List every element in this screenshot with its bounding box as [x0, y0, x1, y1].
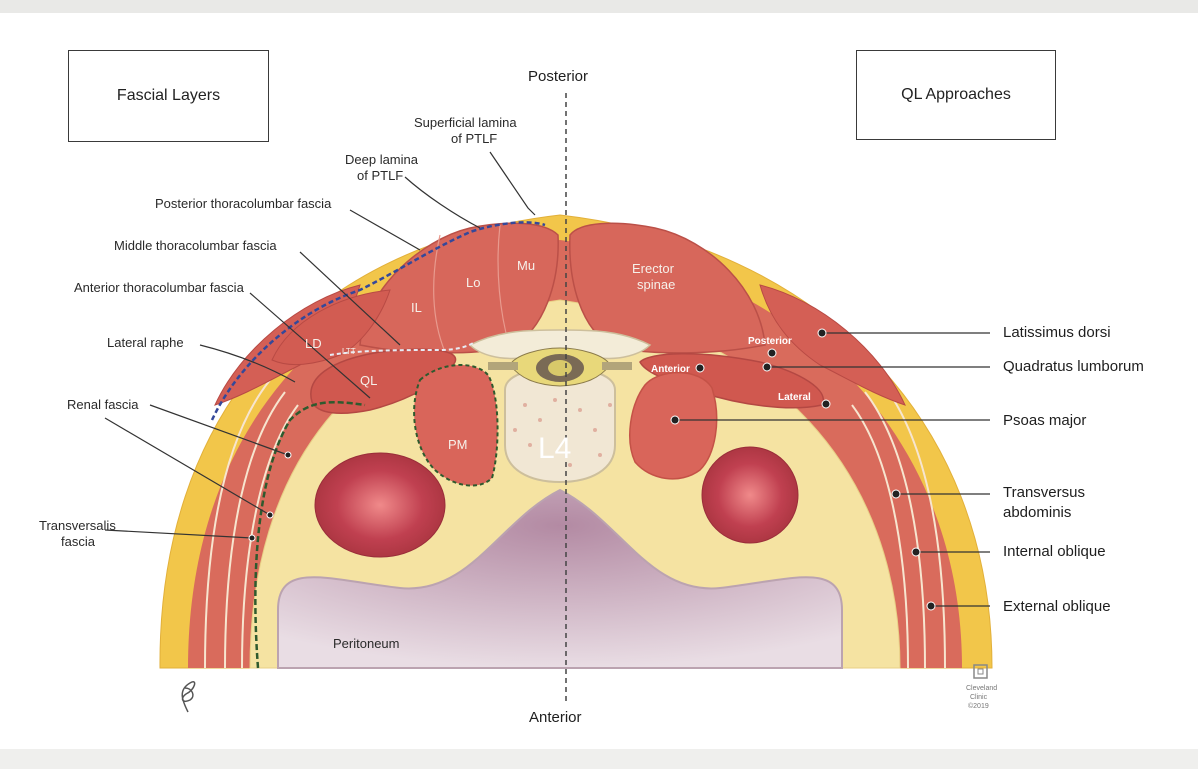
approach-posterior-label: Posterior — [748, 336, 792, 347]
transversalis-label-1: Transversalis — [39, 518, 116, 533]
renal-fascia-label: Renal fascia — [67, 397, 139, 412]
pm-label: PM — [448, 437, 468, 452]
ld-label: LD — [305, 336, 322, 351]
ql-label: QL — [360, 373, 377, 388]
kidney-left — [315, 453, 445, 557]
quadratus-lumborum-label: Quadratus lumborum — [1003, 358, 1144, 375]
internal-oblique-label: Internal oblique — [1003, 543, 1106, 560]
peritoneum-label: Peritoneum — [333, 636, 399, 651]
transversus-label-1: Transversus — [1003, 484, 1085, 501]
lo-label: Lo — [466, 275, 480, 290]
posterior-tlf-label: Posterior thoracolumbar fascia — [155, 196, 332, 211]
anterior-tlf-label: Anterior thoracolumbar fascia — [74, 280, 245, 295]
posterior-label: Posterior — [528, 68, 588, 85]
ltt-label: LTT — [342, 347, 356, 356]
psoas-major-label: Psoas major — [1003, 412, 1086, 429]
svg-text:Cleveland: Cleveland — [966, 685, 997, 692]
psoas-major-right — [630, 373, 717, 479]
anterior-label: Anterior — [529, 709, 582, 726]
l4-label: L4 — [538, 432, 571, 465]
superficial-lamina-label-1: Superficial lamina — [414, 115, 517, 130]
il-label: IL — [411, 300, 422, 315]
deep-lamina-label-1: Deep lamina — [345, 152, 419, 167]
approach-anterior-label: Anterior — [651, 364, 690, 375]
cleveland-clinic-logo: Cleveland Clinic ©2019 — [966, 665, 997, 710]
mu-label: Mu — [517, 258, 535, 273]
external-oblique-label: External oblique — [1003, 598, 1111, 615]
erector-label-1: Erector — [632, 261, 675, 276]
svg-text:©2019: ©2019 — [968, 702, 989, 710]
middle-tlf-label: Middle thoracolumbar fascia — [114, 238, 277, 253]
deep-lamina-label-2: of PTLF — [357, 168, 403, 183]
transversalis-label-2: fascia — [61, 534, 96, 549]
svg-text:Clinic: Clinic — [970, 694, 988, 701]
approach-lateral-label: Lateral — [778, 392, 811, 403]
kidney-right — [702, 447, 798, 543]
superficial-lamina-label-2: of PTLF — [451, 131, 497, 146]
transversus-label-2: abdominis — [1003, 504, 1071, 521]
latissimus-dorsi-label: Latissimus dorsi — [1003, 324, 1111, 341]
erector-label-2: spinae — [637, 277, 675, 292]
lateral-raphe-label: Lateral raphe — [107, 335, 184, 350]
artist-signature — [182, 682, 194, 712]
